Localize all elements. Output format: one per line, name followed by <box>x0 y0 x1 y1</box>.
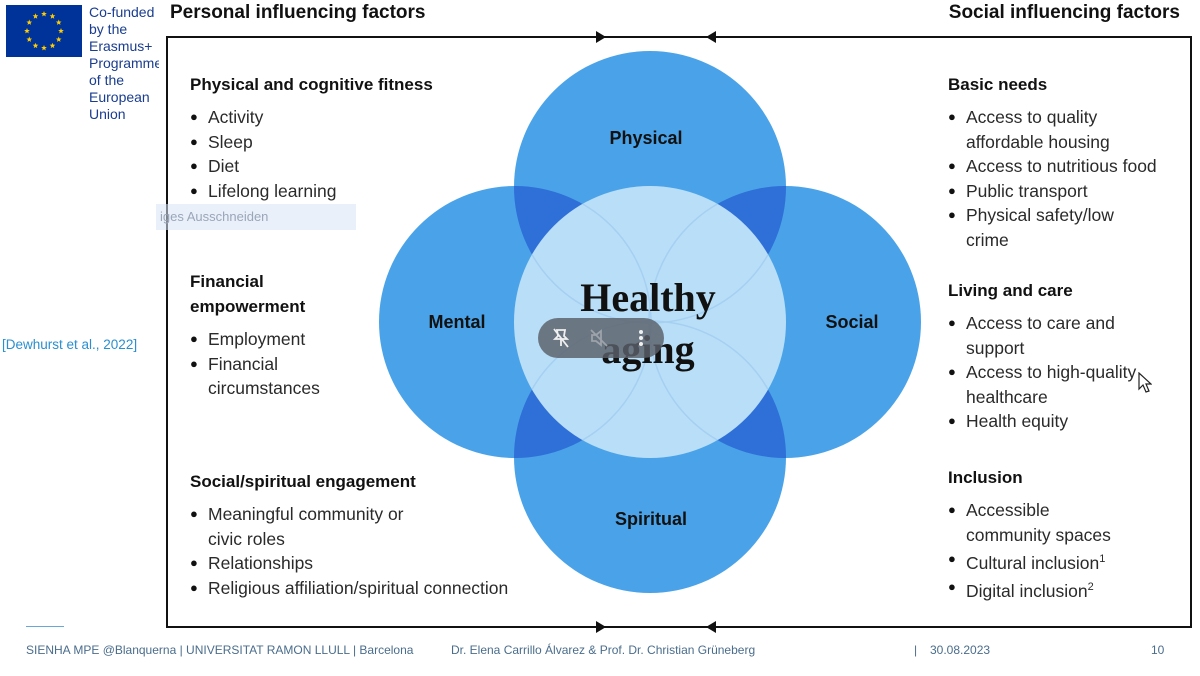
spiritual-label: Spiritual <box>615 509 687 529</box>
list-item: Diet <box>190 154 510 179</box>
footer-rule <box>26 626 64 627</box>
list-item: Cultural inclusion1 <box>948 547 1186 575</box>
section-financial: Financial empowerment Employment Financi… <box>190 269 340 401</box>
eu-star-icon <box>26 36 33 42</box>
eu-star-icon <box>26 19 33 25</box>
section-living-care: Living and care Access to care and suppo… <box>948 278 1186 434</box>
footer-separator: | <box>914 643 918 657</box>
eu-star-icon <box>49 42 56 49</box>
list-item: Access to nutritious food <box>948 154 1186 179</box>
section-physical-cognitive: Physical and cognitive fitness Activity … <box>190 72 510 203</box>
eu-star-icon <box>24 28 30 34</box>
footer-page-number: 10 <box>1151 643 1165 657</box>
diagram-frame <box>166 36 1192 628</box>
eu-star-icon <box>41 11 47 17</box>
section-title: Basic needs <box>948 75 1048 94</box>
list-item: Lifelong learning <box>190 179 510 204</box>
center-title-line1: Healthy <box>580 275 716 320</box>
item-text: Cultural inclusion <box>966 552 1100 573</box>
eu-star-icon <box>55 36 62 42</box>
list-item: Relationships <box>190 551 550 576</box>
eu-flag-logo <box>6 5 82 57</box>
social-factors-header: Social influencing factors <box>948 2 1180 23</box>
list-item: Sleep <box>190 130 510 155</box>
eu-star-icon <box>32 42 39 49</box>
list-item: Health equity <box>948 409 1186 434</box>
bottom-right-arrow <box>706 621 1190 633</box>
list-item: Financial circumstances <box>190 352 340 401</box>
list-item: Employment <box>190 327 340 352</box>
section-title: Inclusion <box>948 468 1023 487</box>
bottom-left-arrow <box>168 621 606 633</box>
list-item: Access to care and support <box>948 311 1166 360</box>
more-vert-icon[interactable] <box>628 325 654 351</box>
social-label: Social <box>825 312 878 332</box>
footer-institution: SIENHA MPE @Blanquerna | UNIVERSITAT RAM… <box>26 643 414 657</box>
section-title: Living and care <box>948 281 1073 300</box>
section-inclusion: Inclusion Accessible community spaces Cu… <box>948 465 1186 604</box>
footer-date: 30.08.2023 <box>930 643 991 657</box>
media-controls-overlay[interactable] <box>538 318 664 358</box>
eu-star-icon <box>41 45 47 51</box>
personal-factors-header: Personal influencing factors <box>170 2 426 23</box>
eu-star-icon <box>32 13 39 19</box>
list-item: Public transport <box>948 179 1186 204</box>
section-social-spiritual: Social/spiritual engagement Meaningful c… <box>190 469 550 600</box>
top-right-arrow <box>706 31 1190 43</box>
section-basic-needs: Basic needs Access to quality affordable… <box>948 72 1186 252</box>
footer-authors: Dr. Elena Carrillo Álvarez & Prof. Dr. C… <box>451 643 756 657</box>
unpin-icon[interactable] <box>548 325 574 351</box>
eu-star-icon <box>55 19 62 25</box>
mute-icon[interactable] <box>586 325 612 351</box>
footnote-marker: 1 <box>1099 553 1106 565</box>
footnote-marker: 2 <box>1087 581 1094 594</box>
eu-star-icon <box>49 13 56 19</box>
item-text: Digital inclusion <box>966 581 1088 602</box>
list-item: Physical safety/low crime <box>948 203 1156 252</box>
list-item: Accessible community spaces <box>948 498 1136 547</box>
list-item: Activity <box>190 105 510 130</box>
list-item: Meaningful community or civic roles <box>190 502 418 551</box>
physical-label: Physical <box>609 128 682 148</box>
top-left-arrow <box>168 31 606 43</box>
eu-star-icon <box>58 28 64 34</box>
citation: [Dewhurst et al., 2022] <box>2 337 138 352</box>
context-menu-remnant: iges Ausschneiden <box>156 204 356 230</box>
mental-label: Mental <box>428 312 485 332</box>
list-item: Digital inclusion2 <box>948 575 1186 603</box>
section-title: Physical and cognitive fitness <box>190 75 433 94</box>
list-item: Access to high-quality healthcare <box>948 360 1176 409</box>
mouse-cursor-icon <box>1138 371 1153 399</box>
list-item: Religious affiliation/spiritual connecti… <box>190 576 550 601</box>
section-title: Social/spiritual engagement <box>190 472 416 491</box>
section-title: Financial empowerment <box>190 272 306 316</box>
eu-cofunded-text: Co-funded by the Erasmus+ Programme of t… <box>89 4 159 122</box>
list-item: Access to quality affordable housing <box>948 105 1136 154</box>
